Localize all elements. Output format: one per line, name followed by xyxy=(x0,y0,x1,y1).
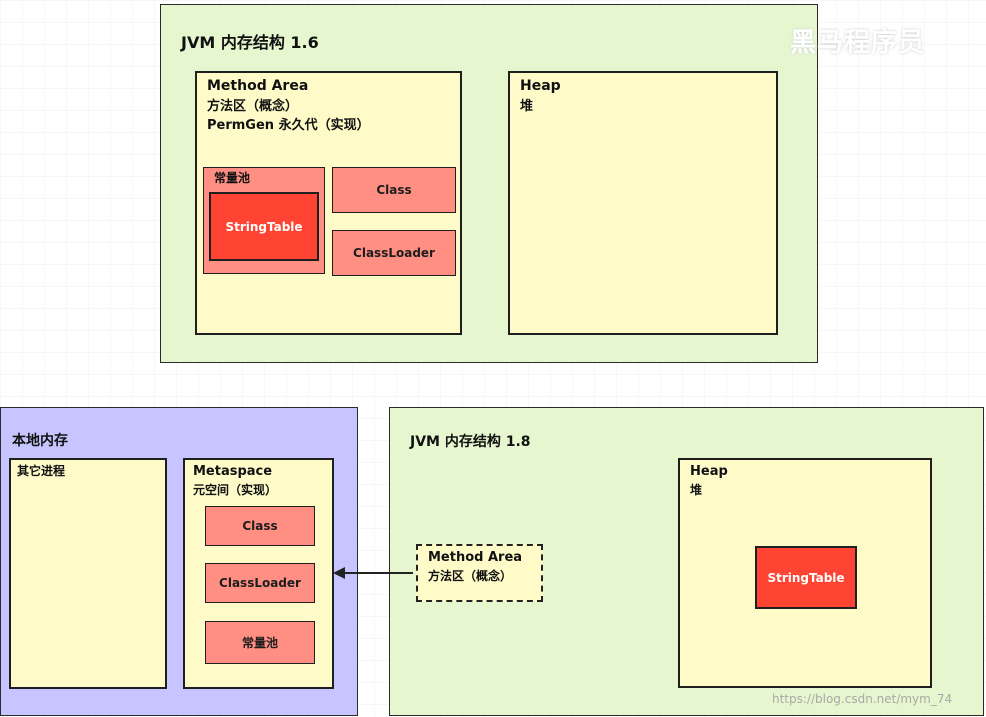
jvm18-title: JVM 内存结构 1.8 xyxy=(410,434,531,450)
native-memory-container: 本地内存 其它进程 Metaspace 元空间（实现） Class ClassL… xyxy=(0,407,358,716)
method-area-concept: 方法区（概念） xyxy=(207,99,299,114)
top-watermark: 黑马程序员 xyxy=(790,28,926,58)
other-process-label: 其它进程 xyxy=(17,464,66,478)
jvm18-heap-subtitle: 堆 xyxy=(690,483,703,497)
other-process-box: 其它进程 xyxy=(9,458,167,689)
constant-pool-box: 常量池 StringTable xyxy=(203,167,325,274)
metaspace-constant-pool-box: 常量池 xyxy=(205,621,315,664)
jvm18-method-area-concept: 方法区（概念） xyxy=(428,569,513,583)
permgen-label: PermGen 永久代（实现） xyxy=(207,118,370,133)
jvm18-heap-title: Heap xyxy=(690,464,728,479)
jvm18-method-area-title: Method Area xyxy=(428,550,523,565)
jvm18-heap: Heap 堆 StringTable xyxy=(678,458,932,688)
url-watermark: https://blog.csdn.net/mym_74 xyxy=(772,692,953,706)
metaspace-subtitle: 元空间（实现） xyxy=(193,483,278,497)
metaspace-title: Metaspace xyxy=(193,464,273,479)
metaspace-class-box: Class xyxy=(205,506,315,546)
metaspace-box: Metaspace 元空间（实现） Class ClassLoader 常量池 xyxy=(183,458,334,689)
string-table-box: StringTable xyxy=(209,192,319,261)
native-memory-title: 本地内存 xyxy=(12,433,68,449)
heap-subtitle: 堆 xyxy=(520,99,534,114)
metaspace-classloader-box: ClassLoader xyxy=(205,563,315,603)
jvm18-string-table-box: StringTable xyxy=(755,546,857,609)
jvm16-container: JVM 内存结构 1.6 Method Area 方法区（概念） PermGen… xyxy=(160,4,818,363)
jvm16-heap: Heap 堆 xyxy=(508,71,778,335)
jvm18-method-area: Method Area 方法区（概念） xyxy=(416,544,543,602)
class-box: Class xyxy=(332,167,456,213)
heap-title: Heap xyxy=(520,78,561,94)
classloader-box: ClassLoader xyxy=(332,230,456,276)
method-area-title: Method Area xyxy=(207,78,309,94)
jvm18-container: JVM 内存结构 1.8 Method Area 方法区（概念） Heap 堆 … xyxy=(389,407,984,716)
jvm16-method-area: Method Area 方法区（概念） PermGen 永久代（实现） 常量池 … xyxy=(195,71,462,335)
constant-pool-label: 常量池 xyxy=(214,171,251,185)
jvm16-title: JVM 内存结构 1.6 xyxy=(181,33,319,52)
